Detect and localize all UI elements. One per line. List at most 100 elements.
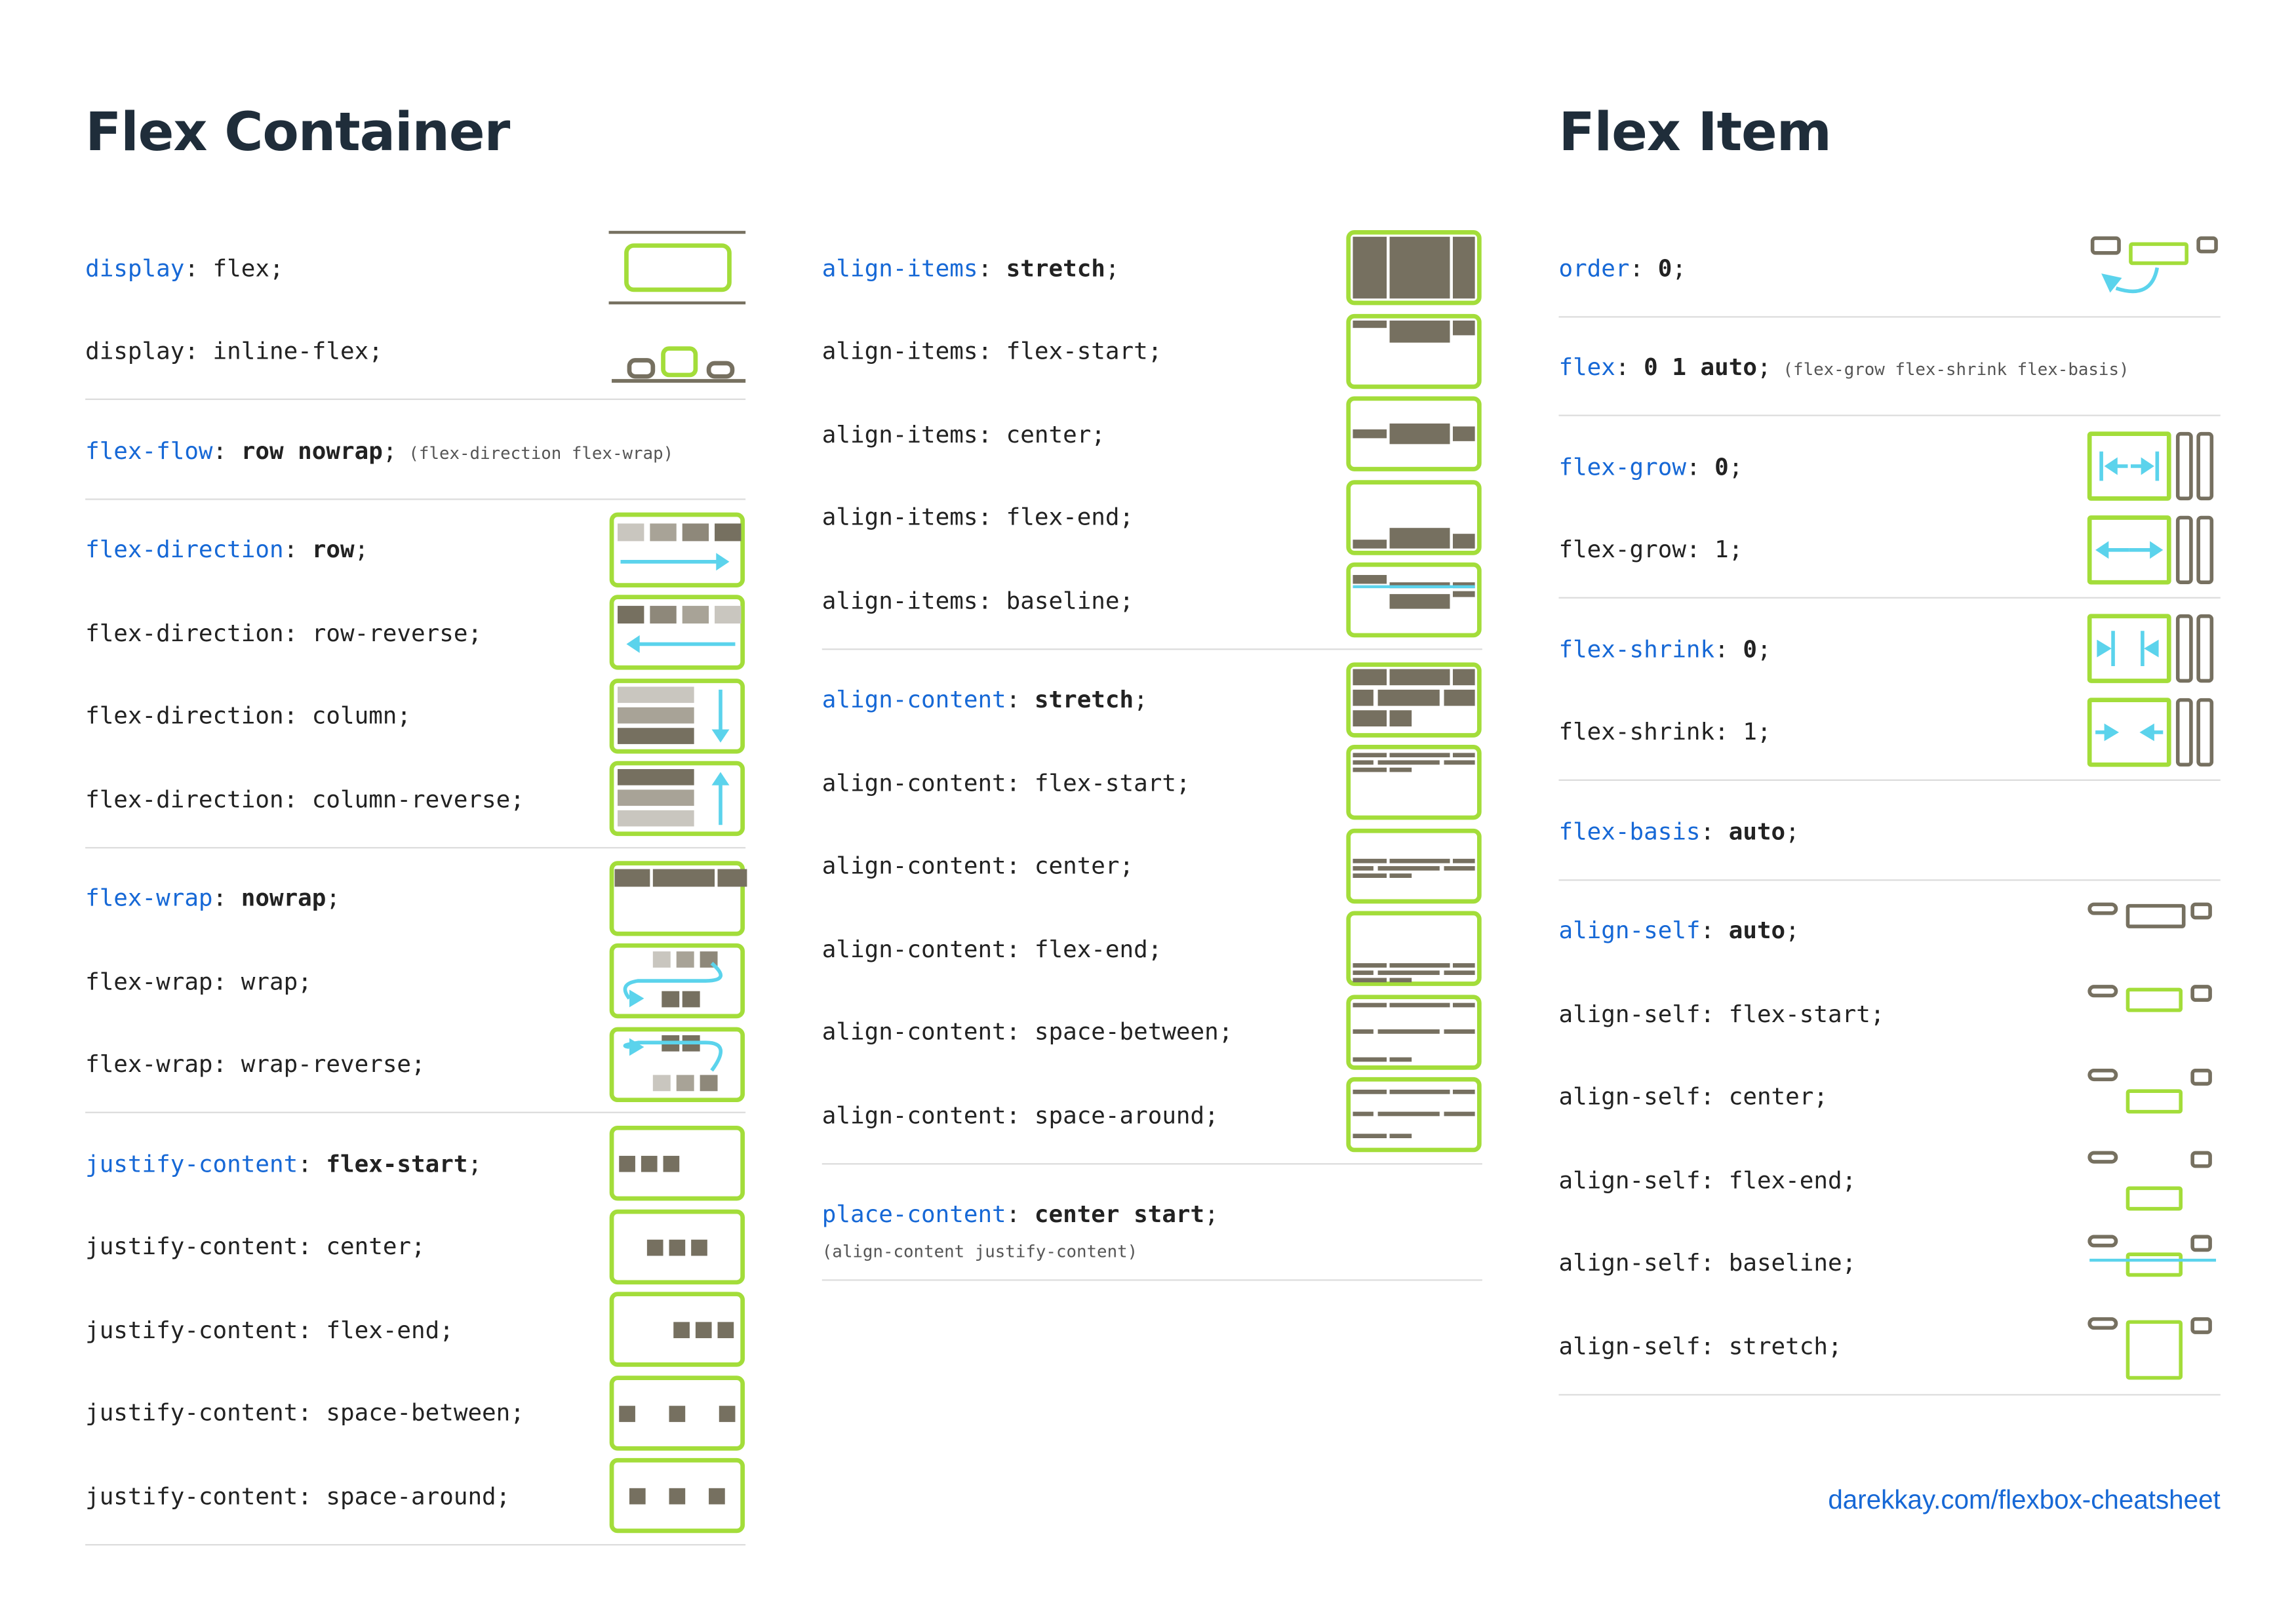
property-name: flex-wrap [85,967,213,995]
property-name: flex-direction [85,618,284,647]
property-group: place-content: center start; (align-conte… [821,1164,1482,1281]
direction-column-icon [609,677,746,754]
colon: : [184,337,213,365]
property-row-align-content: align-content: center; [822,824,1482,907]
property-value: flex-start [1006,337,1148,365]
property-value: row nowrap [241,436,383,465]
property-name: flex-direction [85,702,284,730]
semicolon: ; [1119,586,1134,614]
semicolon: ; [1813,1082,1828,1111]
property-code: flex-shrink: 0; [1558,635,1771,663]
semicolon: ; [1870,999,1885,1028]
property-note: (flex-direction flex-wrap) [408,442,674,463]
property-code: flex-shrink: 1; [1558,718,1771,746]
property-name: align-items [821,337,978,365]
container-left-column: display: flex; display: inline-flex; flex-… [85,218,747,1545]
property-name: align-self [1558,1082,1701,1111]
colon: : [298,1398,326,1427]
property-code: align-self: auto; [1558,917,1799,945]
property-row-align-self: align-self: baseline; [1558,1221,2220,1305]
colon: : [1615,353,1644,382]
property-code: place-content: center start; [822,1200,1219,1229]
property-code: align-items: baseline; [822,586,1134,614]
wrap-wrap-icon [609,943,746,1020]
semicolon: ; [397,702,412,730]
align-content-stretch-icon [1345,662,1482,738]
property-row-align-content: align-content: space-around; [822,1073,1482,1157]
colon: : [978,254,1006,283]
property-group: align-content: stretch; align-content: fl… [821,649,1482,1164]
property-value: nowrap [241,884,326,913]
property-row-align-self: align-self: center; [1558,1055,2220,1138]
property-group: flex-direction: row;flex-direction: row-… [85,499,746,848]
property-code: align-content: flex-start; [822,768,1191,797]
property-code: flex-wrap: nowrap; [85,884,340,913]
property-code: display: inline-flex; [85,337,383,365]
property-value: stretch [1006,254,1105,283]
property-name: flex-direction [85,785,284,813]
property-code: flex-direction: row; [85,536,368,564]
property-group: justify-content: flex-start;justify-cont… [85,1113,746,1545]
property-name: flex-grow [1558,535,1686,564]
property-row-align-items: align-items: flex-start; [822,309,1482,393]
property-code: align-items: flex-start; [822,337,1162,365]
property-value: space-around [326,1482,496,1510]
property-row-align-self: align-self: auto; [1558,889,2220,972]
property-code: align-self: flex-start; [1558,1000,1884,1028]
colon: : [298,1482,326,1510]
colon: : [1006,852,1035,880]
semicolon: ; [510,785,524,813]
container-middle-column: align-items: stretch; align-items: flex-s… [821,218,1482,1281]
property-name: display [85,254,185,283]
property-value: baseline [1006,586,1120,614]
colon: : [212,967,241,995]
semicolon: ; [1842,1248,1857,1277]
property-row-flex-grow: flex-grow: 1; [1558,508,2220,591]
source-link[interactable]: darekkay.com/flexbox-cheatsheet [1828,1485,2221,1515]
semicolon: ; [1105,254,1120,283]
colon: : [1006,934,1035,963]
property-code: display: flex; [85,254,284,282]
property-row-flex-direction: flex-direction: row; [85,508,745,591]
flex-grow-1-icon [2084,511,2221,588]
property-name: align-content [821,934,1006,963]
colon: : [1700,817,1729,846]
justify-flex-start-icon [609,1125,746,1202]
semicolon: ; [368,337,383,365]
colon: : [1006,1200,1035,1229]
colon: : [1686,452,1715,481]
property-name: align-content [821,1101,1006,1129]
colon: : [1700,1166,1729,1194]
semicolon: ; [1728,452,1743,481]
property-group: flex-wrap: nowrap;flex-wrap: wrap;flex-w… [85,848,747,1113]
property-name: flex-shrink [1558,718,1715,746]
property-note: (flex-grow flex-shrink flex-basis) [1783,359,2129,380]
colon: : [1714,635,1743,663]
colon: : [1006,1018,1035,1046]
property-row-align-items: align-items: stretch; [822,226,1482,309]
property-code: align-self: baseline; [1558,1249,1856,1277]
property-name: display [85,337,185,365]
align-self-baseline-icon [2084,1225,2221,1301]
semicolon: ; [1134,685,1148,714]
property-row-align-content: align-content: stretch; [822,658,1482,742]
colon: : [1700,1248,1729,1277]
property-row-justify-content: justify-content: space-between; [85,1372,745,1455]
property-value: auto [1728,916,1786,945]
property-value: flex-end [1034,934,1148,963]
property-value: center start [1034,1200,1205,1229]
align-items-flex-start-icon [1345,313,1482,389]
property-name: flex [1558,353,1615,382]
property-row-flex-flow: flex-flow: row nowrap;(flex-direction fl… [85,409,745,492]
property-subnote: (align-content justify-content) [821,1241,1138,1262]
colon: : [283,535,312,564]
align-items-stretch-icon [1345,229,1482,306]
property-code: flex-grow: 0; [1558,452,1743,481]
property-row-justify-content: justify-content: space-around; [85,1454,745,1537]
justify-flex-end-icon [609,1292,746,1368]
colon: : [298,1233,326,1261]
property-name: justify-content [85,1149,298,1178]
flex-shrink-1-icon [2084,694,2221,770]
colon: : [1700,999,1729,1028]
